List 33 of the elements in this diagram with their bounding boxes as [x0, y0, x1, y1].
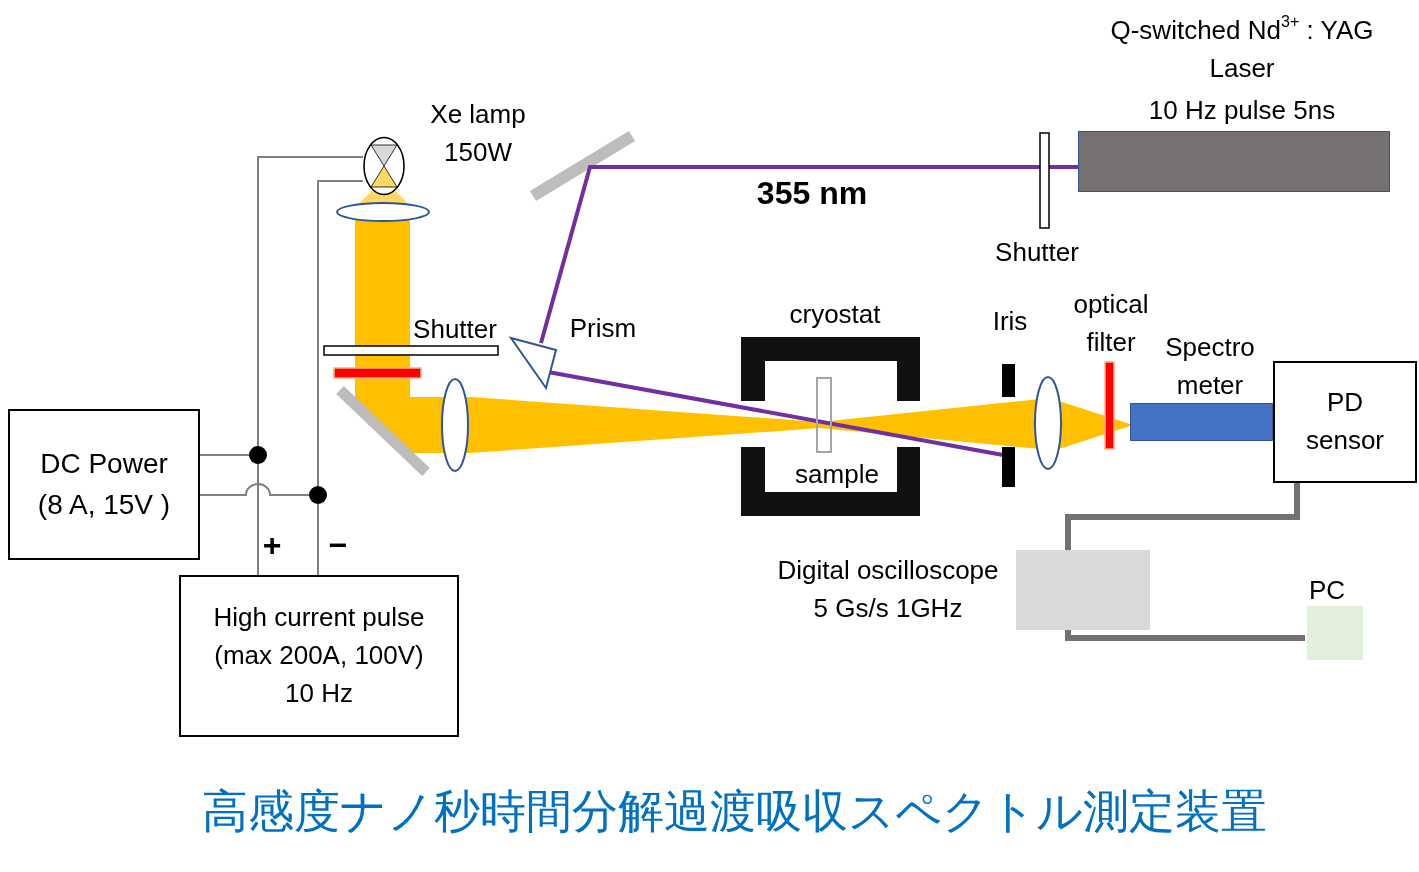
component-label: cryostat	[788, 298, 882, 331]
device-label: Q-switched Nd$^{3+}$ : YAG Laser	[1109, 12, 1375, 85]
junction-dot	[249, 446, 267, 464]
wavelength-label: 355 nm	[755, 174, 869, 213]
device-label: PD sensor	[1304, 386, 1385, 457]
signal-cable	[1065, 483, 1300, 550]
signal-cable	[1065, 630, 1305, 641]
device-label: Digital oscilloscope 5 Gs/s 1GHz	[776, 554, 1000, 625]
device-box	[179, 575, 459, 737]
component-label: Shutter	[412, 313, 498, 346]
device-label: DC Power (8 A, 15V )	[36, 446, 172, 522]
component-label: Prism	[568, 312, 638, 345]
component-label: optical filter	[1072, 288, 1150, 359]
wire	[257, 156, 364, 447]
device-label: 10 Hz pulse 5ns	[1147, 94, 1337, 127]
device-label: Xe lamp 150W	[429, 98, 527, 169]
component-label: Shutter	[994, 236, 1080, 269]
component-label: sample	[794, 458, 880, 491]
wire	[257, 463, 259, 576]
polarity-sign: −	[327, 526, 349, 565]
junction-dot	[309, 486, 327, 504]
wire	[317, 503, 319, 576]
device-box	[8, 409, 200, 560]
caption: 高感度ナノ秒時間分解過渡吸収スペクトル測定装置	[200, 783, 1268, 840]
polarity-sign: +	[261, 526, 283, 565]
device-label: Spectro meter	[1164, 331, 1256, 402]
device-box	[1273, 361, 1417, 483]
wire	[317, 180, 364, 487]
wire	[199, 454, 250, 456]
device-label: High current pulse (max 200A, 100V) 10 Hz	[212, 601, 426, 710]
wire	[199, 483, 310, 496]
device-label: PC	[1307, 574, 1347, 607]
component-label: Iris	[991, 305, 1029, 338]
